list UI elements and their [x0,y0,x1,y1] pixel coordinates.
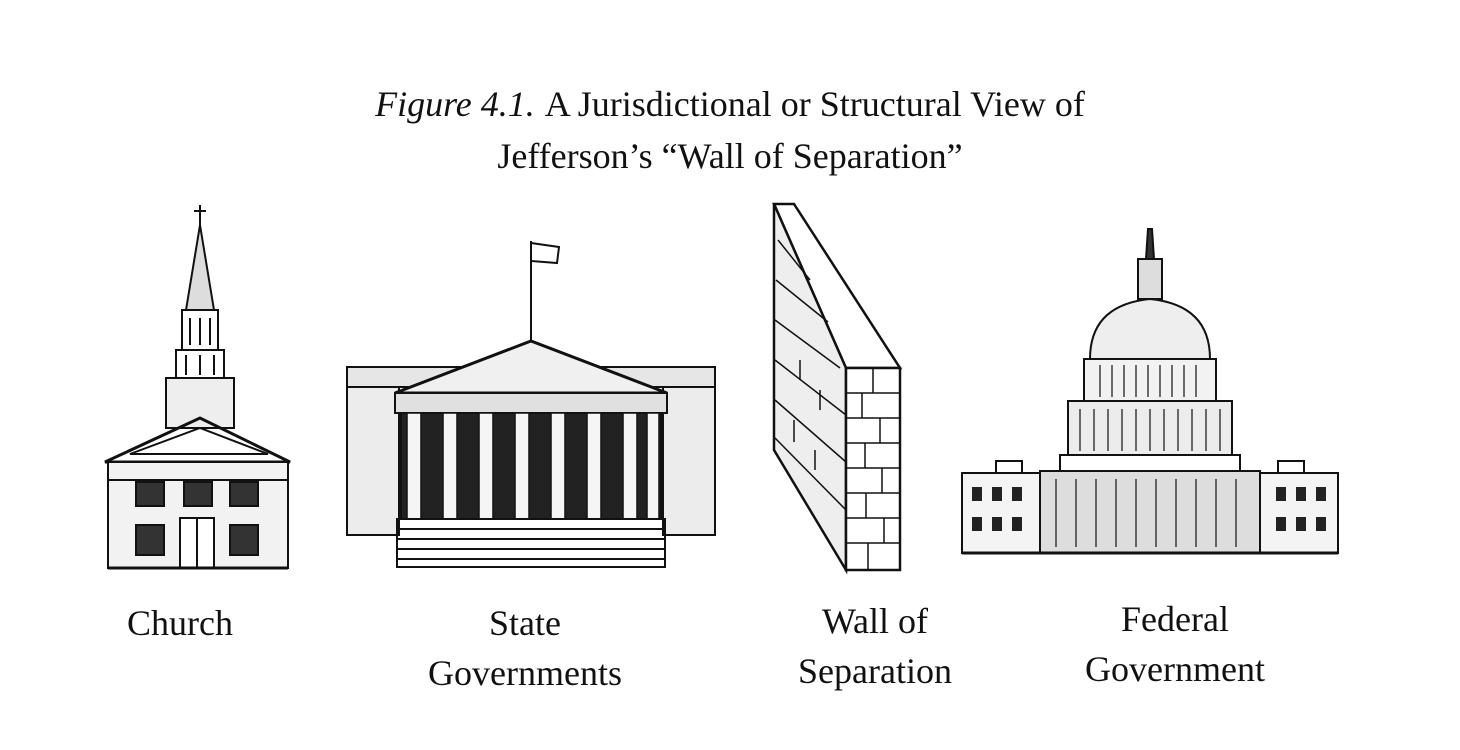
caption-line-2: Separation [798,651,952,691]
caption-federal: Federal Government [1040,594,1310,694]
title-line-1: Figure 4.1.A Jurisdictional or Structura… [0,78,1460,130]
figure-title: Figure 4.1.A Jurisdictional or Structura… [0,78,1460,182]
us-capitol-icon [961,228,1339,555]
church-figure [100,200,295,575]
us-capitol-figure [960,225,1340,565]
caption-church: Church [60,598,300,648]
caption-line-1: State [489,603,561,643]
caption-line-2: Government [1085,649,1265,689]
brick-wall-icon [772,202,903,575]
caption-line-2: Governments [428,653,622,693]
wall-figure [770,200,905,575]
caption-line-1: Federal [1121,599,1229,639]
church-icon [104,205,291,570]
figure-label: Figure 4.1. [375,84,535,124]
caption-line-1: Wall of [821,601,929,641]
caption-line-1: Church [127,603,233,643]
caption-wall: Wall of Separation [745,596,1005,696]
title-text-1: A Jurisdictional or Structural View of [544,84,1085,124]
state-capitol-figure [345,235,717,570]
title-line-2: Jefferson’s “Wall of Separation” [497,136,963,176]
caption-state: State Governments [380,598,670,698]
state-capitol-icon [346,241,716,568]
